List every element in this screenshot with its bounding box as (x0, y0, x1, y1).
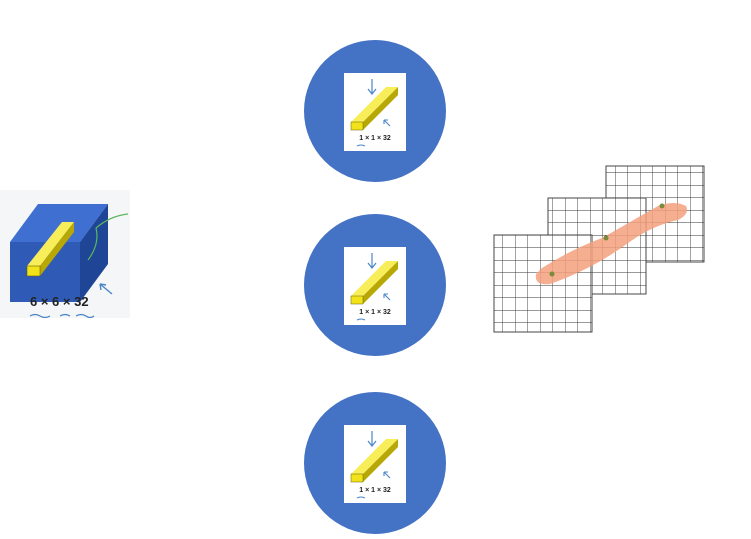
filter-circle-3: 1 × 1 × 32 (304, 392, 446, 534)
filter-circle-1: 1 × 1 × 32 (304, 40, 446, 182)
input-volume-dims-label: 6 × 6 × 32 (30, 294, 89, 309)
filter-bar-image (350, 79, 398, 147)
filter-dims-label: 1 × 1 × 32 (359, 135, 391, 142)
filter-card: 1 × 1 × 32 (344, 425, 406, 503)
filter-dims-label: 1 × 1 × 32 (359, 487, 391, 494)
input-volume-panel: 6 × 6 × 32 (0, 190, 130, 319)
filter-bar-image (350, 431, 398, 499)
filter-dims-label: 1 × 1 × 32 (359, 309, 391, 316)
stacked-grid-image (493, 165, 705, 333)
stacked-grids-panel (490, 160, 710, 336)
filter-bar-image (350, 253, 398, 321)
filter-card: 1 × 1 × 32 (344, 247, 406, 325)
filter-card: 1 × 1 × 32 (344, 73, 406, 151)
filter-circle-2: 1 × 1 × 32 (304, 214, 446, 356)
input-volume-image (0, 190, 130, 319)
